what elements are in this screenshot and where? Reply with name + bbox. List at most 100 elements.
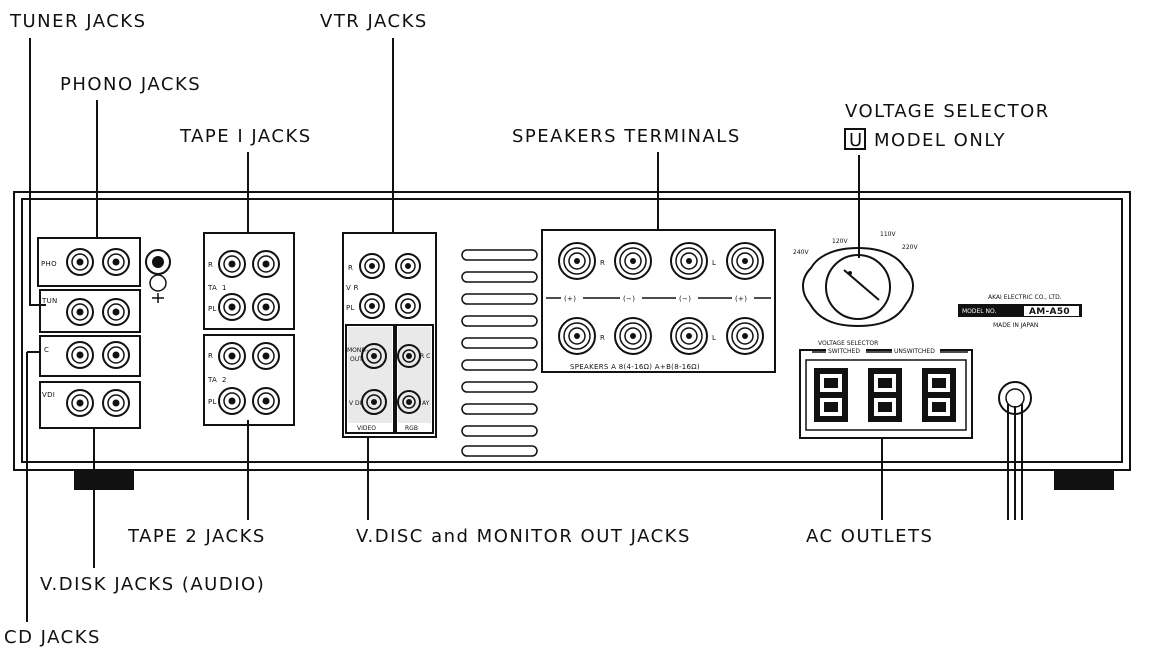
speaker-terminal-b-r-minus bbox=[614, 317, 652, 355]
vdisk-module: VDI bbox=[39, 381, 141, 429]
tuner-jack-l bbox=[102, 298, 130, 326]
tuner-jacks-callout: TUNER JACKS bbox=[9, 11, 147, 32]
cd-jacks-callout: CD JACKS bbox=[4, 627, 101, 648]
phono-module: PHO bbox=[37, 237, 141, 287]
voltage-selector: 120V 110V 240V 220V VOLTAGE SELECTOR bbox=[793, 231, 918, 347]
monitor-label: MONIT- bbox=[347, 347, 368, 354]
tape1-rec-jack-r bbox=[218, 250, 246, 278]
cd-module: C bbox=[39, 335, 141, 377]
vtr-v-label: V R bbox=[346, 284, 359, 292]
speaker-polarity-2: (−) bbox=[623, 295, 635, 303]
vtr-out-jack-l bbox=[395, 293, 421, 319]
speaker-terminals: R L R L (+) (−) (−) (+) SPEAKERS A 8(4-1… bbox=[541, 229, 776, 373]
tape2-play-jack-l bbox=[252, 387, 280, 415]
vtr-l-label: PL bbox=[346, 304, 355, 312]
vtr-module: R V R PL MONIT- OUT V DI VIDEO R C AY RG… bbox=[342, 232, 437, 438]
tape2-play-jack-r bbox=[252, 342, 280, 370]
video-tag-label: VIDEO bbox=[357, 425, 376, 432]
speakers-terminals-callout: SPEAKERS TERMINALS bbox=[512, 126, 741, 147]
cd-jack-l bbox=[102, 341, 130, 369]
ac-outlets-callout: AC OUTLETS bbox=[806, 526, 933, 547]
maker-label: AKAI ELECTRIC CO., LTD. bbox=[988, 294, 1062, 301]
vtr-rec-video-jack bbox=[397, 344, 421, 368]
voltage-selector-caption: VOLTAGE SELECTOR bbox=[818, 340, 878, 347]
tape2-r-label: R bbox=[208, 352, 213, 360]
tape1-play-jack-l bbox=[252, 293, 280, 321]
tape2-jacks-callout: TAPE 2 JACKS bbox=[127, 526, 266, 547]
speaker-terminal-a-l-plus bbox=[726, 242, 764, 280]
model-only-callout: MODEL ONLY bbox=[874, 130, 1006, 151]
tape2-tag-label: TA bbox=[207, 376, 217, 384]
speaker-terminal-b-l-minus bbox=[670, 317, 708, 355]
speaker-pol-4-bg bbox=[732, 292, 754, 304]
phono-panel-label: PHO bbox=[41, 260, 57, 268]
model-box bbox=[1024, 306, 1079, 316]
vtr-in-jack-l bbox=[359, 293, 385, 319]
video-subblock bbox=[345, 324, 395, 434]
vtr-in-jack-r bbox=[359, 253, 385, 279]
rec-label: R C bbox=[420, 353, 430, 360]
vdisc-video-jack bbox=[361, 389, 387, 415]
ac-outlet-switched-1 bbox=[814, 368, 848, 422]
tape1-jacks-callout: TAPE I JACKS bbox=[179, 126, 312, 147]
rgb-subblock-shade bbox=[398, 327, 431, 423]
tape1-tag-label: TA bbox=[207, 284, 217, 292]
speaker-terminal-a-r-plus bbox=[558, 242, 596, 280]
speaker-r-bottom-label: R bbox=[600, 334, 605, 342]
vdisk-jack-r bbox=[66, 389, 94, 417]
play-label: AY bbox=[422, 400, 430, 407]
speaker-polarity-4: (+) bbox=[735, 295, 747, 303]
vdisk-panel-label: VDI bbox=[42, 391, 55, 399]
speaker-pol-2-bg bbox=[620, 292, 642, 304]
u-model-badge bbox=[844, 128, 866, 150]
made-in-label: MADE IN JAPAN bbox=[993, 322, 1038, 329]
monitor-out-label: OUT bbox=[350, 356, 363, 363]
tape2-rec-jack-l bbox=[218, 387, 246, 415]
voltage-120-label: 120V bbox=[832, 238, 848, 245]
cd-jack-r bbox=[66, 341, 94, 369]
tuner-panel-label: TUN bbox=[41, 297, 58, 305]
model-plate: AKAI ELECTRIC CO., LTD. MODEL NO. AM-A50… bbox=[958, 294, 1082, 329]
vtr-play-video-jack bbox=[397, 390, 421, 414]
tape1-rec-jack-l bbox=[218, 293, 246, 321]
speaker-l-top-label: L bbox=[712, 259, 716, 267]
cd-panel-label: C bbox=[44, 346, 49, 354]
vtr-out-jack-r bbox=[395, 253, 421, 279]
rgb-tag-label: RGB bbox=[405, 425, 418, 432]
phono-jack-r bbox=[66, 248, 94, 276]
tape2-num-label: 2 bbox=[222, 376, 227, 384]
model-no-label: MODEL NO. bbox=[962, 308, 997, 315]
tape1-module: R TA 1 PL bbox=[203, 232, 295, 330]
phono-jack-l bbox=[102, 248, 130, 276]
tape1-play-jack-r bbox=[252, 250, 280, 278]
ac-outlets: SWITCHED UNSWITCHED bbox=[799, 347, 973, 439]
chassis bbox=[13, 191, 1131, 490]
tuner-jack-r bbox=[66, 298, 94, 326]
model-name: AM-A50 bbox=[1029, 307, 1070, 317]
speaker-polarity-3: (−) bbox=[679, 295, 691, 303]
tape2-rec-jack-r bbox=[218, 342, 246, 370]
u-model-badge-text: U bbox=[849, 130, 864, 151]
vdisk-jack-l bbox=[102, 389, 130, 417]
vtr-jacks-callout: VTR JACKS bbox=[320, 11, 428, 32]
vtr-r-label: R bbox=[348, 264, 353, 272]
speaker-r-top-label: R bbox=[600, 259, 605, 267]
phono-jacks-callout: PHONO JACKS bbox=[60, 74, 201, 95]
speaker-polarity-1: (+) bbox=[564, 295, 576, 303]
tape1-num-label: 1 bbox=[222, 284, 227, 292]
power-cord bbox=[998, 381, 1032, 520]
ventilation-slots bbox=[461, 249, 538, 457]
voltage-240-label: 240V bbox=[793, 249, 809, 256]
vdisk-audio-callout: V.DISK JACKS (AUDIO) bbox=[40, 574, 265, 595]
ac-outlet-switched-2 bbox=[868, 368, 902, 422]
voltage-selector-callout: VOLTAGE SELECTOR bbox=[845, 101, 1050, 122]
left-foot bbox=[74, 470, 134, 490]
tuner-module: TUN bbox=[39, 289, 141, 333]
voltage-220-label: 220V bbox=[902, 244, 918, 251]
speaker-l-bottom-label: L bbox=[712, 334, 716, 342]
speakers-impedance-label: SPEAKERS A 8(4-16Ω) A+B(8-16Ω) bbox=[570, 363, 700, 371]
tape2-l-label: PL bbox=[208, 398, 217, 406]
tape2-module: R TA 2 PL bbox=[203, 334, 295, 426]
right-foot bbox=[1054, 470, 1114, 490]
